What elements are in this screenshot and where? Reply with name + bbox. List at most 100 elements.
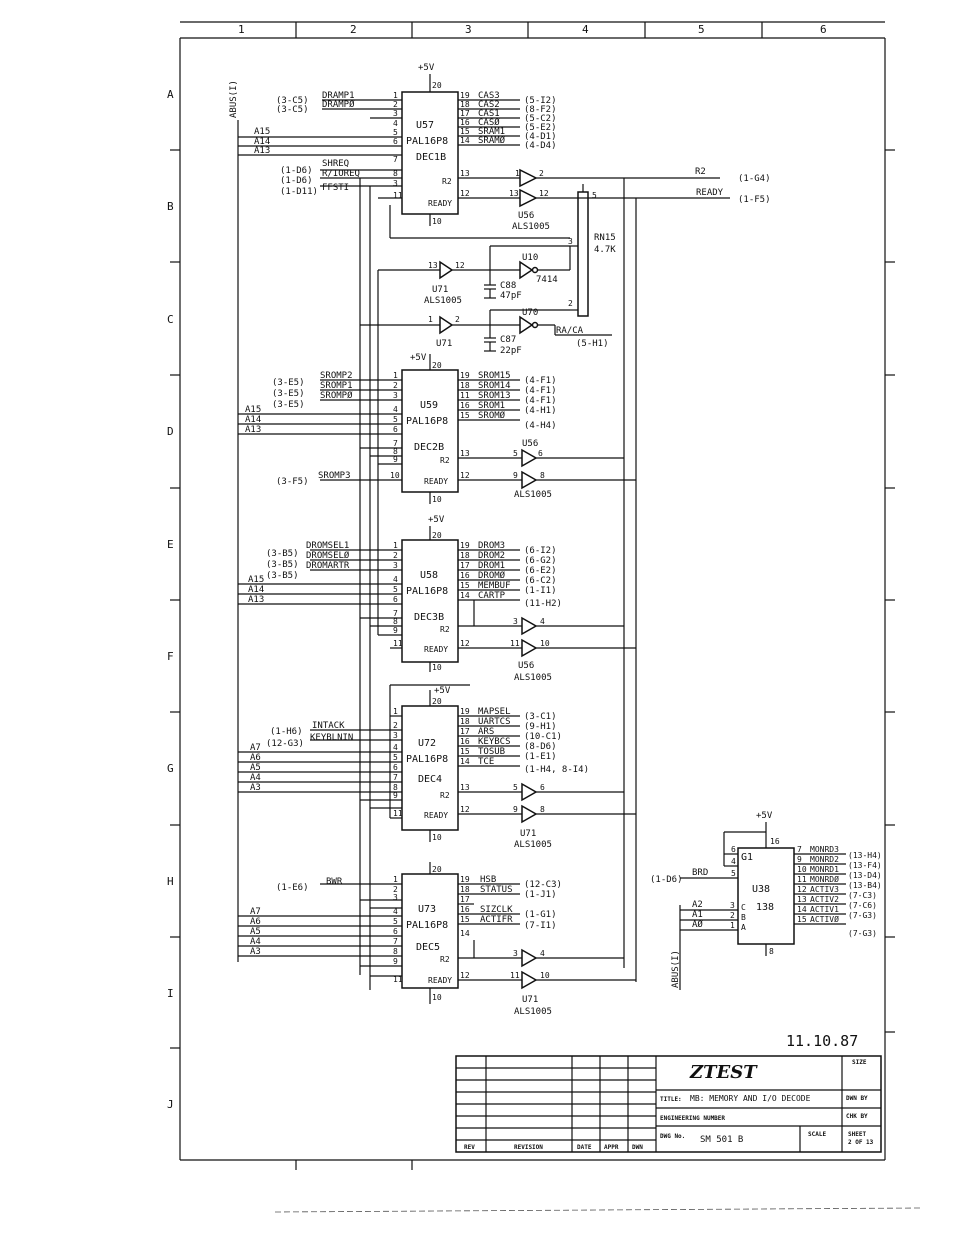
svg-text:17: 17 [460, 109, 470, 118]
svg-text:2: 2 [393, 381, 398, 390]
delay-section-u70: 1 2 U71 U70 RA/CA (5-H1) C87 22pF [360, 308, 612, 356]
svg-text:B: B [741, 913, 746, 922]
svg-text:6: 6 [393, 137, 398, 146]
svg-text:3: 3 [568, 237, 573, 246]
svg-text:7: 7 [393, 609, 398, 618]
svg-text:5: 5 [592, 191, 597, 200]
svg-text:4: 4 [393, 119, 398, 128]
svg-text:MONRD3: MONRD3 [810, 845, 839, 854]
svg-text:4: 4 [393, 743, 398, 752]
svg-text:A5: A5 [250, 927, 261, 937]
svg-text:SROMØ: SROMØ [478, 410, 506, 421]
svg-text:+5V: +5V [434, 686, 451, 696]
svg-text:3: 3 [393, 561, 398, 570]
svg-text:12: 12 [455, 261, 465, 270]
svg-text:(1-E1): (1-E1) [524, 752, 557, 762]
svg-text:3: 3 [393, 179, 398, 188]
svg-text:14: 14 [460, 136, 470, 145]
svg-text:15: 15 [460, 581, 470, 590]
svg-text:MONRDØ: MONRDØ [810, 874, 839, 884]
svg-text:16: 16 [460, 737, 470, 746]
svg-text:DRAMP1: DRAMP1 [322, 91, 355, 101]
svg-text:(1-D11): (1-D11) [280, 187, 318, 197]
svg-text:10: 10 [432, 663, 442, 672]
svg-text:SROMP3: SROMP3 [318, 471, 351, 481]
svg-text:A13: A13 [248, 595, 264, 605]
row-label: G [167, 762, 174, 775]
svg-text:20: 20 [432, 865, 442, 874]
svg-text:47pF: 47pF [500, 291, 522, 301]
svg-text:13: 13 [460, 169, 470, 178]
svg-text:R/IOREQ: R/IOREQ [322, 169, 360, 179]
svg-text:SROMP2: SROMP2 [320, 371, 353, 381]
svg-text:14: 14 [460, 591, 470, 600]
svg-text:(7-C6): (7-C6) [848, 901, 877, 910]
svg-text:PAL16P8: PAL16P8 [406, 416, 448, 427]
svg-text:READY: READY [424, 477, 448, 486]
svg-text:(13-H4): (13-H4) [848, 851, 882, 860]
abus-right-label: ABUS(I) [671, 950, 681, 988]
svg-text:10: 10 [432, 217, 442, 226]
svg-text:SROM14: SROM14 [478, 381, 511, 391]
col-label: 6 [820, 23, 827, 36]
svg-text:(9-H1): (9-H1) [524, 722, 557, 732]
svg-text:DWN: DWN [632, 1144, 643, 1151]
svg-text:(5-E2): (5-E2) [524, 123, 557, 133]
svg-text:15: 15 [797, 915, 807, 924]
svg-text:U71: U71 [436, 339, 452, 349]
svg-text:A15: A15 [245, 405, 261, 415]
svg-text:A: A [741, 923, 746, 932]
svg-text:(11-H2): (11-H2) [524, 599, 562, 609]
svg-text:4.7K: 4.7K [594, 245, 616, 255]
svg-text:CARTP: CARTP [478, 591, 506, 601]
svg-text:REVISION: REVISION [514, 1144, 543, 1151]
svg-text:9: 9 [513, 471, 518, 480]
svg-text:DEC5: DEC5 [416, 942, 440, 953]
col-label: 4 [582, 23, 589, 36]
svg-text:16: 16 [460, 401, 470, 410]
svg-text:R2: R2 [440, 955, 450, 964]
svg-text:10: 10 [540, 971, 550, 980]
svg-text:A7: A7 [250, 907, 261, 917]
svg-text:SIZCLK: SIZCLK [480, 905, 513, 915]
svg-text:3: 3 [513, 617, 518, 626]
svg-text:2: 2 [393, 551, 398, 560]
ready-bus-wires [359, 178, 637, 990]
svg-text:ALS1005: ALS1005 [514, 1007, 552, 1017]
svg-text:3: 3 [730, 901, 735, 910]
row-label: E [167, 538, 174, 551]
svg-text:15: 15 [460, 127, 470, 136]
svg-text:(12-G3): (12-G3) [266, 739, 304, 749]
svg-text:(4-F1): (4-F1) [524, 386, 557, 396]
svg-text:SROMP1: SROMP1 [320, 381, 353, 391]
svg-text:MAPSEL: MAPSEL [478, 707, 511, 717]
svg-text:C: C [741, 903, 746, 912]
row-label: D [167, 425, 174, 438]
svg-text:8: 8 [393, 617, 398, 626]
svg-text:19: 19 [460, 371, 470, 380]
svg-text:U10: U10 [522, 253, 538, 263]
svg-text:R2: R2 [695, 167, 706, 177]
svg-text:A14: A14 [254, 137, 270, 147]
svg-text:MONRD2: MONRD2 [810, 855, 839, 864]
svg-text:READY: READY [428, 976, 452, 985]
svg-text:CAS1: CAS1 [478, 109, 500, 119]
svg-text:(7-G3): (7-G3) [848, 911, 877, 920]
svg-text:6: 6 [393, 595, 398, 604]
svg-text:1: 1 [393, 541, 398, 550]
svg-text:(4-H1): (4-H1) [524, 406, 557, 416]
drawing-date: 11.10.87 [786, 1032, 858, 1050]
svg-text:TITLE:: TITLE: [660, 1096, 682, 1103]
svg-text:(4-F1): (4-F1) [524, 376, 557, 386]
svg-text:APPR: APPR [604, 1144, 619, 1151]
svg-text:R2: R2 [440, 791, 450, 800]
svg-text:(8-D6): (8-D6) [524, 742, 557, 752]
row-label: J [167, 1098, 174, 1111]
svg-text:U71: U71 [432, 285, 448, 295]
svg-text:16: 16 [770, 837, 780, 846]
svg-text:5: 5 [393, 585, 398, 594]
svg-text:U56: U56 [518, 211, 534, 221]
svg-text:15: 15 [460, 411, 470, 420]
svg-text:3: 3 [393, 731, 398, 740]
svg-text:SROM1: SROM1 [478, 401, 505, 411]
